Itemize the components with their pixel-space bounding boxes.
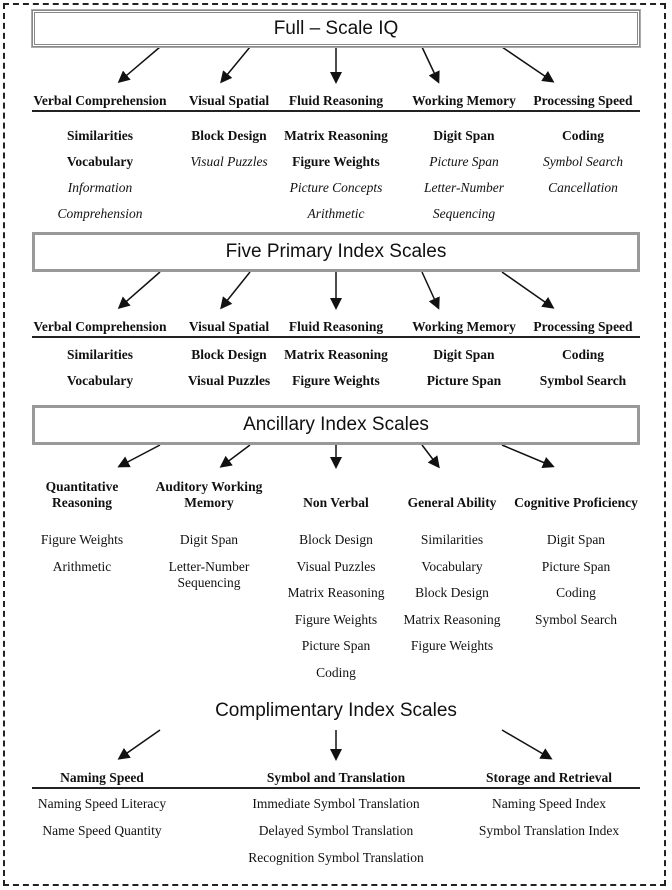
list-item: Matrix Reasoning <box>287 585 385 600</box>
arrow <box>117 444 161 468</box>
list-item: Visual Puzzles <box>187 373 271 388</box>
list-item: Picture Span <box>426 373 502 388</box>
list-item: Vocabulary <box>66 154 134 169</box>
arrow <box>219 444 251 468</box>
list-item: Digit Span <box>179 532 239 547</box>
column-heading: General Ability <box>407 495 497 510</box>
column-heading: Storage and Retrieval <box>486 770 612 785</box>
list-item: Picture Concepts <box>289 180 383 195</box>
list-item: Letter-Number <box>424 180 504 195</box>
heading-divider <box>32 336 640 338</box>
list-item: Coding <box>561 128 605 143</box>
list-item: Sequencing <box>432 206 496 221</box>
column-heading: Processing Speed <box>533 93 633 108</box>
column-heading: Symbol and Translation <box>266 770 406 785</box>
heading-divider <box>32 787 640 789</box>
list-item: Matrix Reasoning <box>284 347 388 362</box>
arrow <box>421 444 440 469</box>
list-item: Arithmetic <box>52 558 112 574</box>
list-item: Picture Span <box>429 154 499 169</box>
column-heading: Processing Speed <box>533 319 633 334</box>
list-item: Picture Span <box>541 558 611 574</box>
list-item: Similarities <box>67 347 133 362</box>
list-item: Vocabulary <box>421 558 483 574</box>
arrow <box>501 271 555 309</box>
list-item: Figure Weights <box>292 373 380 388</box>
arrow <box>421 46 440 84</box>
list-item: Comprehension <box>57 206 143 221</box>
list-item: Coding <box>316 664 356 680</box>
section-title-box: Full – Scale IQ <box>31 9 641 48</box>
list-item: Vocabulary <box>66 373 134 388</box>
list-item: Picture Span <box>301 638 371 653</box>
column-heading: Naming Speed <box>60 770 144 785</box>
list-item: Digit Span <box>433 347 495 362</box>
list-item: Information <box>67 180 133 195</box>
list-item: Symbol Search <box>539 373 627 388</box>
column-heading: Verbal Comprehension <box>33 319 167 334</box>
list-item: Block Design <box>415 585 489 600</box>
arrow <box>501 729 553 760</box>
list-item: Immediate Symbol Translation <box>252 796 420 811</box>
arrow <box>501 46 555 83</box>
list-item: Naming Speed Literacy <box>37 796 167 811</box>
column-heading: Visual Spatial <box>188 93 270 108</box>
list-item: Matrix Reasoning <box>284 128 388 143</box>
arrow <box>117 729 161 760</box>
list-item: Recognition Symbol Translation <box>248 850 424 865</box>
list-item: Visual Puzzles <box>190 154 268 169</box>
list-item: Symbol Translation Index <box>478 823 620 838</box>
column-heading: Cognitive Proficiency <box>514 495 638 510</box>
list-item: Letter-Number Sequencing <box>168 558 250 590</box>
list-item: Digit Span <box>546 532 606 547</box>
column-heading: Working Memory <box>412 319 516 334</box>
list-item: Figure Weights <box>292 154 380 169</box>
arrow <box>220 46 251 84</box>
list-item: Visual Puzzles <box>296 558 376 574</box>
list-item: Similarities <box>420 532 484 547</box>
list-item: Digit Span <box>433 128 495 143</box>
list-item: Naming Speed Index <box>492 796 606 811</box>
list-item: Block Design <box>191 128 267 143</box>
list-item: Name Speed Quantity <box>42 823 162 838</box>
list-item: Arithmetic <box>307 206 365 221</box>
column-heading: Visual Spatial <box>188 319 270 334</box>
arrow <box>421 271 440 310</box>
heading-divider <box>32 110 640 112</box>
column-heading: Verbal Comprehension <box>33 93 167 108</box>
column-heading: Fluid Reasoning <box>288 93 384 108</box>
list-item: Matrix Reasoning <box>403 611 501 627</box>
column-heading: Auditory Working Memory <box>155 479 263 510</box>
outer-dashed-frame <box>3 3 666 886</box>
column-heading: Non Verbal <box>303 495 369 510</box>
column-heading: Fluid Reasoning <box>288 319 384 334</box>
list-item: Symbol Search <box>534 611 618 627</box>
arrow <box>117 46 161 83</box>
list-item: Coding <box>561 347 605 362</box>
arrow <box>501 444 555 469</box>
section-title-box: Complimentary Index Scales <box>215 700 457 721</box>
list-item: Block Design <box>299 532 373 547</box>
list-item: Delayed Symbol Translation <box>258 823 414 838</box>
column-heading: Quantitative Reasoning <box>45 479 119 510</box>
list-item: Figure Weights <box>40 532 124 547</box>
column-heading: Working Memory <box>412 93 516 108</box>
list-item: Figure Weights <box>410 638 494 653</box>
list-item: Coding <box>556 585 596 600</box>
list-item: Cancellation <box>548 180 618 195</box>
list-item: Similarities <box>67 128 133 143</box>
list-item: Figure Weights <box>294 611 378 627</box>
arrow <box>117 271 161 309</box>
arrow <box>220 271 251 310</box>
section-title-box: Ancillary Index Scales <box>32 405 640 445</box>
list-item: Symbol Search <box>542 154 624 169</box>
section-title-box: Five Primary Index Scales <box>32 232 640 272</box>
list-item: Block Design <box>191 347 267 362</box>
